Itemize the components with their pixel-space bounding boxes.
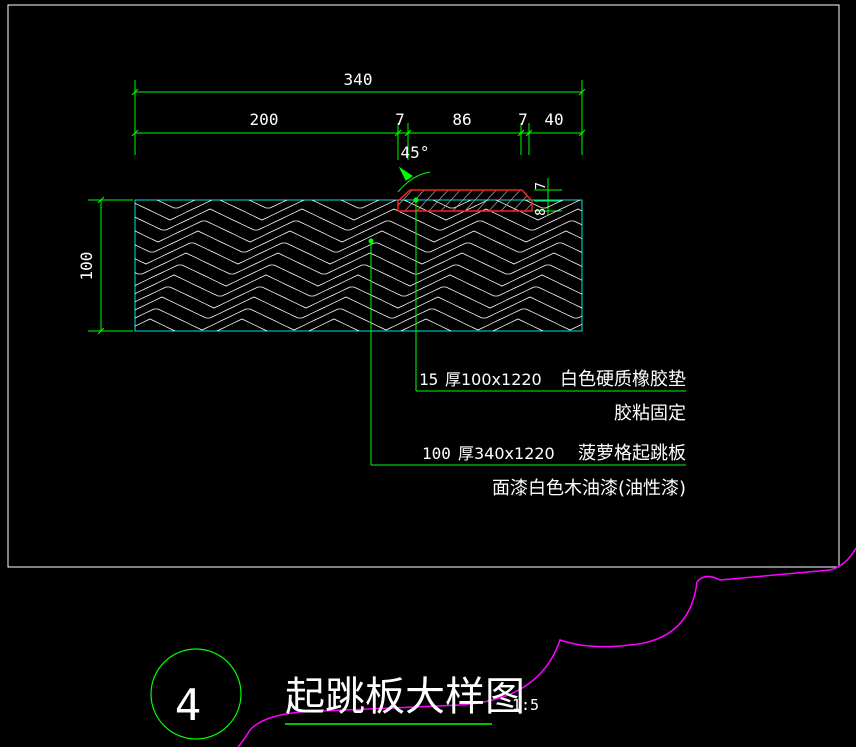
grain-line bbox=[135, 308, 582, 331]
pad-hatch-line bbox=[487, 190, 511, 211]
wood-grain bbox=[135, 200, 582, 331]
pad-hatch-line bbox=[463, 190, 487, 211]
pad-hatch-line bbox=[415, 190, 439, 211]
title-text: 起跳板大样图 bbox=[285, 674, 525, 720]
board-note: 面漆白色木油漆(油性漆) bbox=[492, 478, 686, 499]
pad-dimension bbox=[534, 178, 562, 215]
dim-seg3: 86 bbox=[452, 110, 471, 129]
dim-seg5: 40 bbox=[544, 110, 563, 129]
dim-seg1: 200 bbox=[250, 110, 279, 129]
board-name: 菠萝格起跳板 bbox=[578, 443, 686, 464]
dim-height: 100 bbox=[77, 252, 96, 281]
pad-hatch-line bbox=[439, 190, 463, 211]
grain-line bbox=[135, 252, 582, 275]
pad-hatch-line bbox=[451, 190, 475, 211]
board-qty: 100 bbox=[422, 444, 451, 463]
pad-qty: 15 bbox=[419, 370, 438, 389]
grain-line bbox=[135, 230, 582, 253]
angle-indicator bbox=[397, 166, 431, 193]
grain-line bbox=[135, 264, 582, 287]
grain-line bbox=[135, 242, 582, 265]
revision-cloud bbox=[237, 547, 856, 747]
grain-line bbox=[135, 220, 582, 243]
title-scale: 1:5 bbox=[512, 696, 539, 714]
pad-name: 白色硬质橡胶垫 bbox=[560, 369, 686, 390]
board-spec: 厚340x1220 bbox=[458, 444, 555, 463]
board-leader-dot bbox=[368, 238, 374, 244]
drawing-frame bbox=[7, 4, 840, 568]
top-dimensions bbox=[131, 80, 586, 160]
dim-seg4: 7 bbox=[518, 110, 528, 129]
grain-line bbox=[135, 200, 581, 221]
grain-line bbox=[135, 296, 582, 319]
pad-hatch-line bbox=[475, 190, 499, 211]
dim-seg2: 7 bbox=[395, 110, 405, 129]
pad-hatch-line bbox=[427, 190, 451, 211]
grain-line bbox=[135, 318, 544, 331]
leader-lines bbox=[370, 200, 686, 466]
pad-note: 胶粘固定 bbox=[614, 403, 686, 424]
pad-leader-dot bbox=[413, 197, 419, 203]
pad-hatch-line bbox=[398, 190, 415, 211]
grain-line bbox=[156, 200, 564, 209]
dim-angle: 45° bbox=[401, 143, 430, 162]
grain-line bbox=[135, 208, 582, 231]
pad-hatch-line bbox=[499, 190, 523, 211]
dim-pad-v1: 7 bbox=[534, 182, 549, 190]
title-number: 4 bbox=[175, 680, 202, 731]
grain-line bbox=[135, 286, 582, 309]
pad-spec: 厚100x1220 bbox=[445, 370, 542, 389]
pad-hatch-line bbox=[523, 190, 532, 211]
rubber-pad bbox=[397, 189, 533, 212]
left-dimension bbox=[88, 196, 133, 335]
board-outline bbox=[134, 199, 583, 332]
title-number-circle bbox=[150, 648, 242, 740]
grain-line bbox=[135, 274, 582, 297]
dim-pad-v2: 8 bbox=[534, 208, 549, 216]
dim-overall: 340 bbox=[344, 70, 373, 89]
